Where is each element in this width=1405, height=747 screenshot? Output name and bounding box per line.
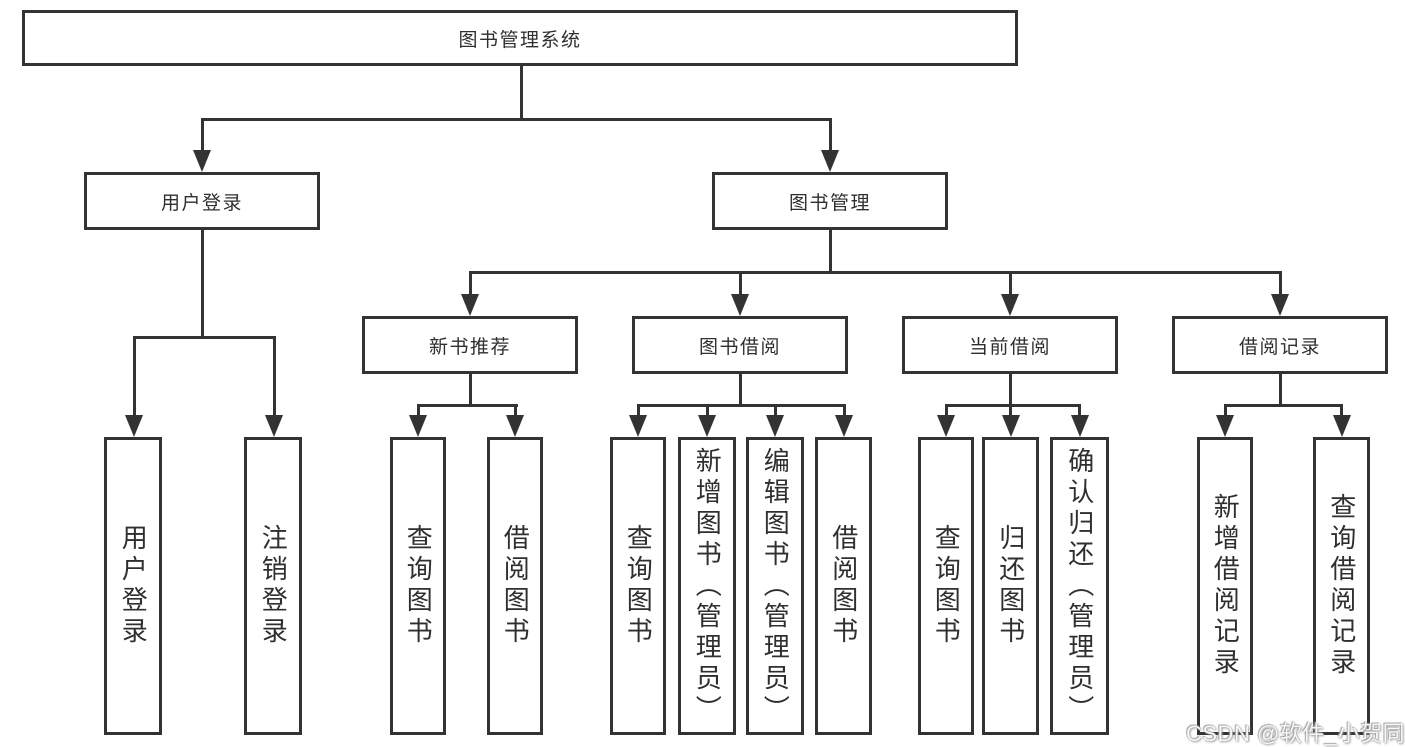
connector-record-bar [1223,404,1343,407]
connector-cb3-drop [1078,404,1081,417]
connector-user-login-bar [132,336,276,339]
arrowhead-new-rec-icon [461,294,479,316]
connector-level1-bar [200,118,832,121]
arrowhead-br2-icon [1332,415,1351,437]
leaf-bb-add-books-admin-label: 新增图书（管理员） [692,446,723,726]
connector-user-login-drop [200,118,204,152]
arrowhead-bb4-icon [835,415,853,437]
node-book-mgmt: 图书管理 [712,172,948,230]
connector-level2-bar [468,271,1282,274]
connector-nr1-drop [416,404,420,417]
leaf-cb-return-books-label: 归还图书 [995,524,1026,648]
connector-new-rec-stem [468,374,472,407]
node-new-book-rec-label: 新书推荐 [428,336,511,358]
connector-root-stem [519,66,523,120]
node-borrow-records-label: 借阅记录 [1238,336,1321,358]
leaf-logout: 注销登录 [244,437,302,735]
arrowhead-nr1-icon [409,415,427,437]
connector-borrow-stem [738,374,742,407]
node-current-borrow: 当前借阅 [902,316,1118,374]
node-system-root: 图书管理系统 [22,10,1018,66]
arrowhead-bb3-icon [766,415,784,437]
connector-new-rec-drop [468,271,472,296]
leaf-bb-edit-books-admin: 编辑图书（管理员） [746,437,804,735]
leaf-bb-borrow-books: 借阅图书 [815,437,872,735]
connector-user-login-stem [200,230,204,339]
leaf-br-add-record: 新增借阅记录 [1197,437,1253,735]
connector-current-stem [1008,374,1012,407]
connector-current-drop [1008,271,1012,296]
connector-bb2-drop [705,404,709,417]
connector-record-drop [1278,271,1282,296]
arrowhead-leaf-login-icon [125,415,143,437]
leaf-cb-query-books: 查询图书 [918,437,974,735]
leaf-nr-query-books: 查询图书 [390,437,446,735]
leaf-nr-borrow-books-label: 借阅图书 [500,524,531,648]
node-current-borrow-label: 当前借阅 [968,336,1051,358]
arrowhead-bb1-icon [629,415,647,437]
leaf-bb-edit-books-admin-label: 编辑图书（管理员） [760,446,791,726]
node-user-login: 用户登录 [84,172,320,230]
leaf-br-query-record-label: 查询借阅记录 [1326,493,1357,679]
leaf-br-add-record-label: 新增借阅记录 [1210,493,1241,679]
arrowhead-book-mgmt-icon [821,150,839,172]
arrowhead-cb2-icon [1001,415,1020,437]
connector-new-rec-bar [416,404,518,407]
connector-cb1-drop [944,404,948,417]
connector-br1-drop [1223,404,1227,417]
connector-bb3-drop [773,404,777,417]
leaf-bb-borrow-books-label: 借阅图书 [828,524,859,648]
connector-cb2-drop [1009,404,1012,417]
leaf-br-query-record: 查询借阅记录 [1313,437,1370,735]
arrowhead-nr2-icon [506,415,524,437]
leaf-cb-return-books: 归还图书 [982,437,1039,735]
leaf-user-login: 用户登录 [104,437,162,735]
connector-br2-drop [1340,404,1343,417]
leaf-user-login-label: 用户登录 [118,524,149,648]
connector-nr2-drop [513,404,517,417]
leaf-nr-query-books-label: 查询图书 [403,524,434,648]
connector-current-bar [944,404,1081,407]
leaf-cb-confirm-return-admin: 确认归还（管理员） [1050,437,1109,735]
connector-book-mgmt-drop [828,118,832,152]
connector-borrow-drop [738,271,742,296]
node-book-borrow-label: 图书借阅 [698,336,781,358]
arrowhead-record-icon [1271,294,1289,316]
node-user-login-label: 用户登录 [160,192,243,214]
arrowhead-cb1-icon [937,415,955,437]
connector-record-stem [1278,374,1282,407]
leaf-bb-query-books: 查询图书 [610,437,666,735]
node-new-book-rec: 新书推荐 [362,316,578,374]
connector-bb4-drop [842,404,846,417]
arrowhead-borrow-icon [731,294,749,316]
leaf-logout-label: 注销登录 [258,524,289,648]
arrowhead-user-login-icon [193,150,211,172]
arrowhead-current-icon [1001,294,1019,316]
arrowhead-bb2-icon [698,415,716,437]
leaf-bb-add-books-admin: 新增图书（管理员） [678,437,736,735]
csdn-watermark: CSDN @软件_小贺同学 [1186,721,1405,746]
arrowhead-br1-icon [1216,415,1234,437]
arrowhead-cb3-icon [1070,415,1089,437]
node-system-root-label: 图书管理系统 [458,29,582,51]
connector-borrow-bar [636,404,845,407]
leaf-nr-borrow-books: 借阅图书 [487,437,543,735]
connector-book-mgmt-stem [828,230,832,273]
node-book-mgmt-label: 图书管理 [788,192,871,214]
arrowhead-leaf-logout-icon [265,415,283,437]
leaf-bb-query-books-label: 查询图书 [623,524,654,648]
leaf-cb-query-books-label: 查询图书 [931,524,962,648]
connector-leaf-login-drop [132,336,136,417]
connector-leaf-logout-drop [272,336,276,417]
node-book-borrow: 图书借阅 [632,316,848,374]
node-borrow-records: 借阅记录 [1172,316,1388,374]
leaf-cb-confirm-return-admin-label: 确认归还（管理员） [1064,446,1095,726]
connector-bb1-drop [636,404,640,417]
